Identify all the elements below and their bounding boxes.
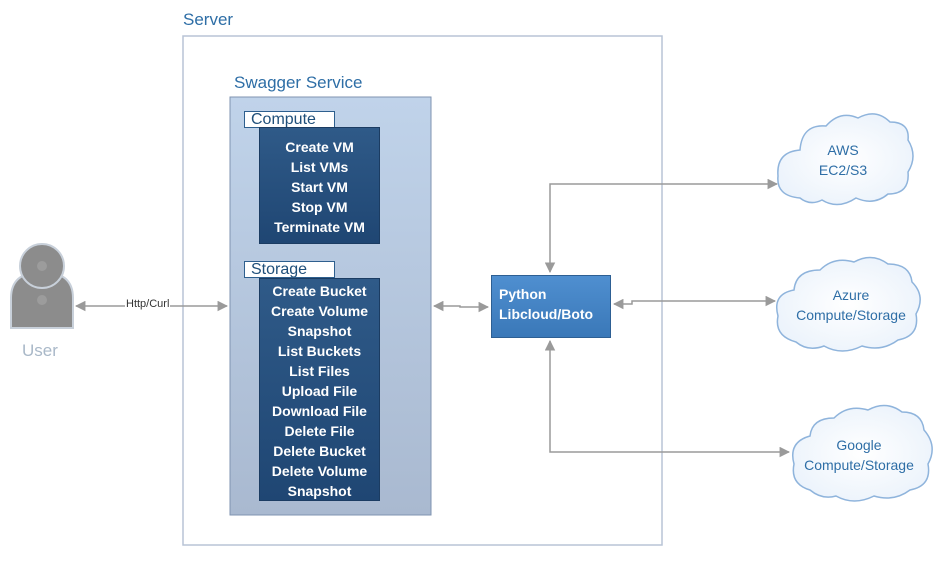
compute-section-title: Compute [244,111,335,128]
server-title: Server [183,10,234,29]
storage-op-list-buckets: List Buckets [277,343,362,359]
storage-op-create-volume: Create Volume [271,303,368,319]
python-google-connector [544,339,791,458]
http-curl-label: Http/Curl [125,298,171,310]
python-libcloud-node: Python Libcloud/Boto [491,275,611,338]
storage-section-title: Storage [244,261,335,278]
compute-op-create-vm: Create VM [285,139,354,155]
storage-op-upload-file: Upload File [281,383,358,399]
storage-op-volume-snapshot: Snapshot [287,483,352,499]
aws-name: AWS [827,142,859,158]
storage-op-list-files: List Files [289,363,350,379]
azure-name: Azure [832,287,870,303]
storage-op-create-bucket: Create Bucket [272,283,367,299]
user-icon [10,243,74,329]
storage-op-delete-volume: Delete Volume [271,463,368,479]
python-label: Python [499,286,547,302]
storage-op-delete-file: Delete File [284,423,355,439]
compute-op-stop-vm: Stop VM [291,199,348,215]
swagger-python-connector [432,300,490,313]
swagger-service-title: Swagger Service [234,73,363,92]
compute-op-list-vms: List VMs [290,159,349,175]
azure-cloud-label: Azure Compute/Storage [781,285,921,325]
compute-op-start-vm: Start VM [291,179,348,195]
google-services: Compute/Storage [804,457,914,473]
azure-cloud-icon [776,256,921,352]
aws-cloud-label: AWS EC2/S3 [790,140,896,180]
python-azure-connector [612,295,777,310]
google-cloud-label: Google Compute/Storage [792,435,926,475]
compute-operations-box: Create VM List VMs Start VM Stop VM Term… [259,127,380,244]
aws-services: EC2/S3 [818,162,868,178]
python-aws-connector [544,178,779,274]
user-label: User [22,341,58,360]
storage-op-delete-bucket: Delete Bucket [273,443,366,459]
compute-op-terminate-vm: Terminate VM [274,219,365,235]
azure-services: Compute/Storage [796,307,906,323]
google-cloud-icon [792,404,933,502]
storage-op-download-file: Download File [272,403,367,419]
libcloud-boto-label: Libcloud/Boto [499,306,594,322]
storage-op-snapshot: Snapshot [287,323,352,339]
aws-cloud-icon [777,113,914,206]
storage-operations-box: Create Bucket Create Volume Snapshot Lis… [259,278,380,501]
google-name: Google [836,437,882,453]
